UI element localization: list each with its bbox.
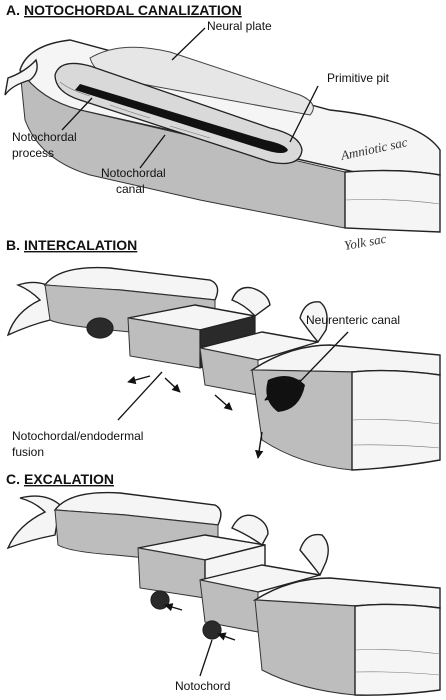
label-notochordal-process-line2: process xyxy=(12,146,54,160)
leader-notochord xyxy=(199,639,213,677)
panel-b: B. INTERCALATION xyxy=(6,237,441,471)
label-notochord: Notochord xyxy=(175,679,230,693)
fusion-arrow-2 xyxy=(164,377,181,393)
c-right-fold-small xyxy=(231,514,269,547)
b-left-fold xyxy=(6,281,56,337)
fusion-arrow-1 xyxy=(127,375,151,385)
c-notochord-2 xyxy=(202,620,222,640)
c-notochord-1 xyxy=(150,590,170,610)
panel-c: C. EXCALATION Notochord xyxy=(6,471,441,696)
b-segment-1-canal xyxy=(86,317,114,339)
b-segment-4-layers xyxy=(351,419,441,449)
label-notochordal-process-line1: Notochordal xyxy=(12,130,77,144)
notochordal-canal-shape xyxy=(75,84,288,153)
leader-notochordal-canal xyxy=(139,134,166,169)
label-notochordal-canal-line1: Notochordal xyxy=(101,166,166,180)
label-neurenteric-canal: Neurenteric canal xyxy=(306,313,400,327)
panel-b-title: INTERCALATION xyxy=(24,237,137,253)
c-right-fold-tall xyxy=(299,533,329,577)
leader-fusion xyxy=(117,371,163,421)
canal-arrow-left xyxy=(264,387,286,401)
label-primitive-pit: Primitive pit xyxy=(327,71,390,85)
c-arrow-2 xyxy=(217,632,236,641)
c-segment-4-face xyxy=(254,599,356,696)
leader-notochordal-process xyxy=(61,97,93,131)
notochordal-process-cells xyxy=(59,81,211,139)
leader-neurenteric-canal xyxy=(289,331,349,393)
embryo-layer-line xyxy=(344,199,441,205)
panel-c-title: EXCALATION xyxy=(24,471,114,487)
panel-a-title: NOTOCHORDAL CANALIZATION xyxy=(24,2,242,18)
panel-a-letter: A. xyxy=(6,2,20,18)
embryo-disc-right-face xyxy=(344,169,441,233)
panel-b-letter: B. xyxy=(6,237,20,253)
leader-primitive-pit xyxy=(289,85,319,143)
b-right-fold-tall xyxy=(299,301,328,344)
label-yolk-sac: Yolk sac xyxy=(343,231,388,253)
label-notochordal-canal-line2: canal xyxy=(116,182,145,196)
b-right-fold-small xyxy=(231,286,271,317)
c-arrow-1 xyxy=(164,603,183,612)
leader-neural-plate xyxy=(171,27,206,61)
c-segment-4-layers xyxy=(354,649,441,676)
panel-c-letter: C. xyxy=(6,471,20,487)
canal-arrow-down xyxy=(254,431,264,459)
panel-a: A. NOTOCHORDAL CANALIZATION Neural plate… xyxy=(4,2,441,253)
label-neural-plate: Neural plate xyxy=(207,19,272,33)
c-left-fold xyxy=(6,495,61,550)
embryo-disc-cut-face xyxy=(19,69,346,229)
left-amnion-fold xyxy=(4,58,38,96)
label-fusion-line1: Notochordal/endodermal xyxy=(12,429,143,443)
fusion-arrow-3 xyxy=(214,394,233,411)
label-fusion-line2: fusion xyxy=(12,445,44,459)
